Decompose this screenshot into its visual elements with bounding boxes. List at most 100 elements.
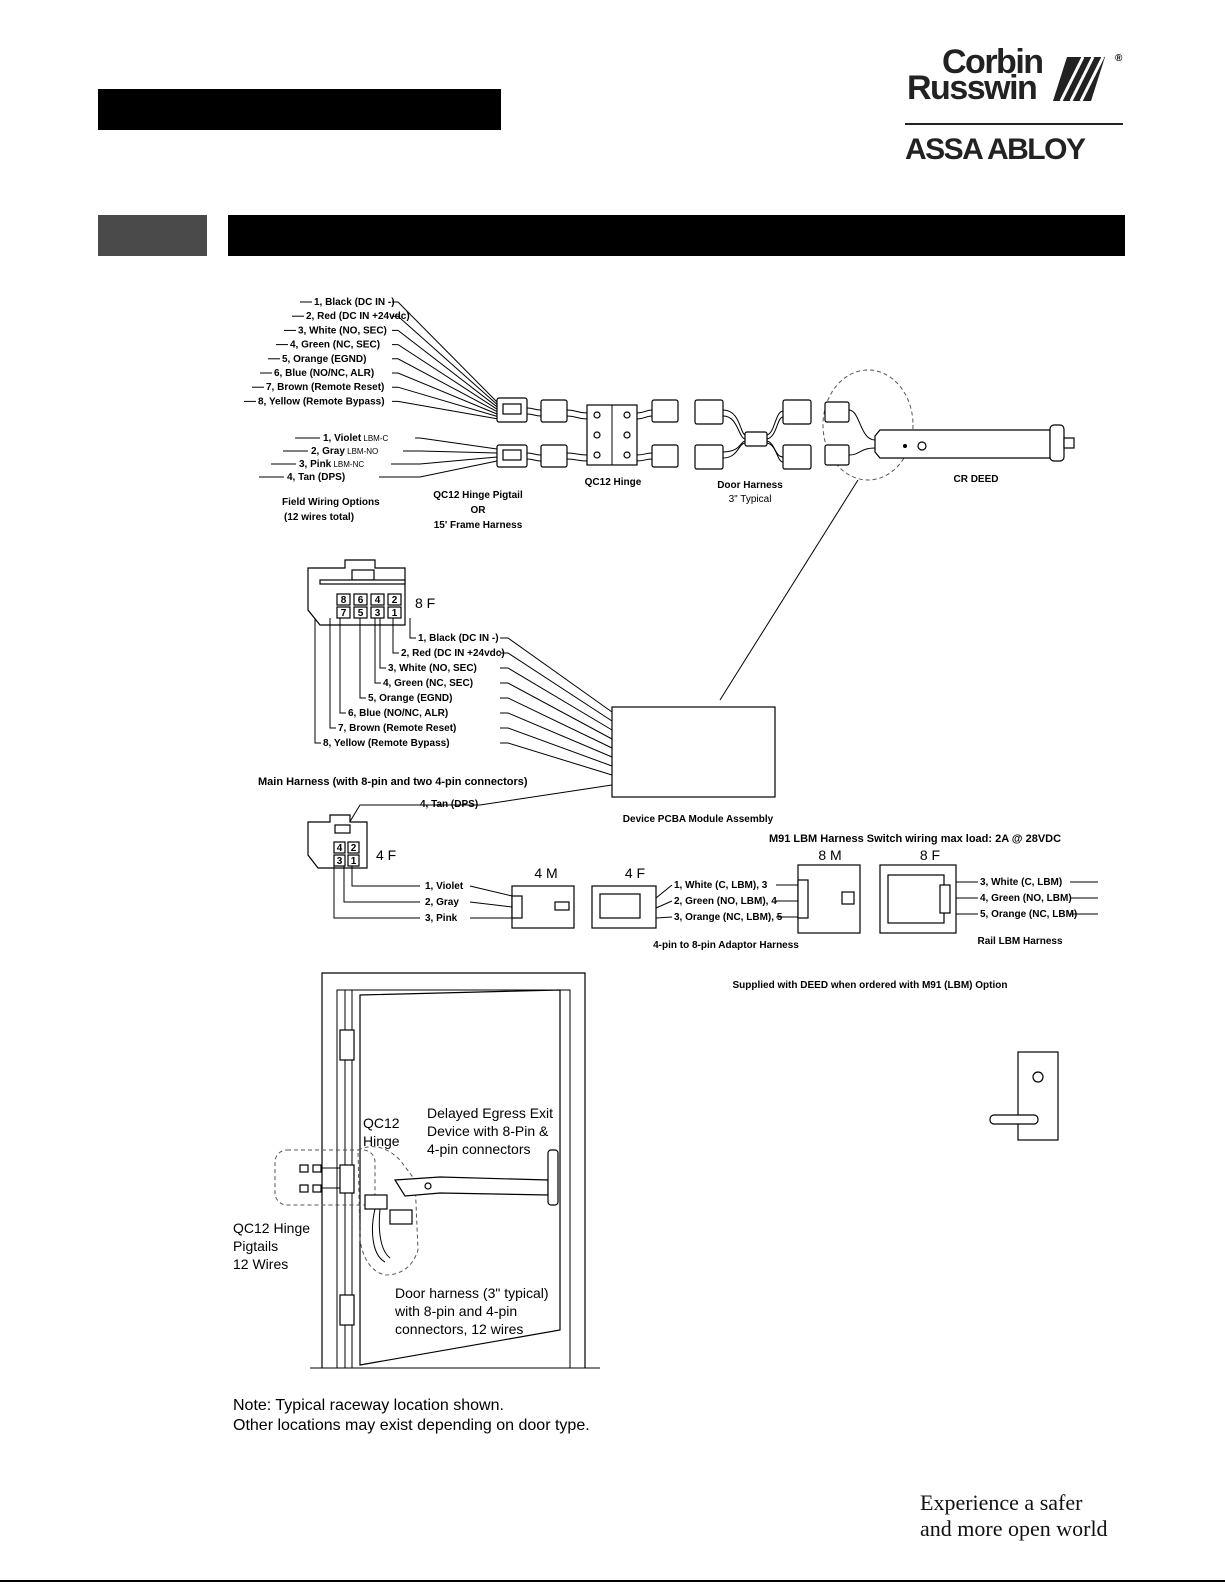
main-wire bbox=[500, 742, 613, 776]
connector-4f-b-label: 4 F bbox=[625, 865, 645, 881]
deed-desc-3: 4-pin connectors bbox=[427, 1141, 531, 1157]
cr-deed-diagram bbox=[822, 369, 1075, 481]
tan-dps-label: 4, Tan (DPS) bbox=[420, 799, 478, 810]
pigtail-or: OR bbox=[471, 505, 487, 516]
hinge-qc12 bbox=[339, 1164, 355, 1194]
brand-stripes-icon bbox=[1053, 57, 1105, 101]
pin-4f-top: 4 bbox=[337, 843, 343, 854]
brand-name-line-2: Russwin bbox=[907, 69, 1038, 107]
main-wire-lead bbox=[379, 618, 386, 669]
main-wire-lead bbox=[339, 618, 346, 714]
pin-8f-bottom: 5 bbox=[358, 608, 364, 619]
field-wire-label: 5, Orange (EGND) bbox=[282, 354, 366, 365]
small-wire-label: 1, Violet bbox=[425, 881, 464, 892]
small-wire bbox=[343, 866, 420, 903]
rail-lbm-harness: 8 F 3, White (C, LBM)4, Green (NO, LBM)5… bbox=[879, 847, 1098, 947]
pin-8f-bottom: 3 bbox=[375, 608, 381, 619]
adaptor-wire-start bbox=[655, 916, 673, 919]
note-line-2: Other locations may exist depending on d… bbox=[233, 1417, 590, 1434]
registered-mark: ® bbox=[1115, 53, 1123, 64]
small-wire-label: 3, Pink bbox=[425, 913, 458, 924]
adaptor-harness: 4 F 1, White (C, LBM), 32, Green (NO, LB… bbox=[591, 847, 861, 951]
pigtails-label-2: Pigtails bbox=[233, 1238, 278, 1254]
field-wire bbox=[392, 386, 498, 417]
pin-8f-top: 8 bbox=[341, 595, 347, 606]
pin-8f-top: 6 bbox=[358, 595, 364, 606]
field-wire-4-label: 3, Pink LBM-NC bbox=[299, 459, 364, 470]
field-wire-4 bbox=[379, 460, 498, 478]
qc12-hinge-label-2: Hinge bbox=[363, 1133, 400, 1149]
small-wire-end bbox=[469, 885, 513, 897]
main-wire bbox=[500, 682, 613, 740]
pigtail-label: QC12 Hinge Pigtail bbox=[433, 490, 523, 501]
connector-4m-label: 4 M bbox=[534, 865, 557, 881]
push-bar bbox=[393, 1176, 549, 1197]
logo-divider bbox=[905, 123, 1123, 125]
pcba-label: Device PCBA Module Assembly bbox=[623, 814, 774, 825]
main-wire-lead bbox=[329, 618, 336, 729]
cr-deed-label: CR DEED bbox=[953, 474, 998, 485]
field-wire bbox=[392, 315, 498, 405]
pcba-module-box bbox=[611, 706, 776, 798]
field-wire-4-label: 2, Gray LBM-NO bbox=[311, 446, 378, 457]
main-wire-lead bbox=[392, 618, 399, 654]
door-harness-diagram bbox=[694, 399, 812, 470]
rail-lbm-label: Rail LBM Harness bbox=[977, 936, 1062, 947]
main-wire-label: 1, Black (DC IN -) bbox=[418, 633, 499, 644]
field-wire-4 bbox=[415, 437, 498, 450]
pigtail-connectors bbox=[496, 397, 568, 468]
small-wire-label: 2, Gray bbox=[425, 897, 459, 908]
adaptor-wire-start bbox=[655, 900, 673, 909]
field-wire-label: 4, Green (NC, SEC) bbox=[290, 340, 380, 351]
connector-4f-label: 4 F bbox=[376, 847, 396, 863]
main-wire-label: 6, Blue (NO/NC, ALR) bbox=[348, 708, 448, 719]
field-wiring-sub: (12 wires total) bbox=[284, 512, 354, 523]
main-wire-label: 4, Green (NC, SEC) bbox=[383, 678, 473, 689]
rail-wire-label: 3, White (C, LBM) bbox=[980, 877, 1062, 888]
field-wire bbox=[392, 329, 498, 408]
door-installation: QC12 Hinge Delayed Egress Exit Device wi… bbox=[233, 972, 1059, 1434]
pin-8f-bottom: 7 bbox=[341, 608, 347, 619]
main-wire-label: 8, Yellow (Remote Bypass) bbox=[323, 738, 450, 749]
main-wire-lead bbox=[359, 618, 366, 699]
door-harness-typical: 3" Typical bbox=[729, 494, 772, 505]
main-harness-label: Main Harness (with 8-pin and two 4-pin c… bbox=[258, 776, 528, 788]
pigtails-label-3: 12 Wires bbox=[233, 1256, 288, 1272]
brand-name-line-1: Corbin bbox=[942, 43, 1044, 81]
field-wiring-label: Field Wiring Options bbox=[282, 497, 380, 508]
main-wire-label: 3, White (NO, SEC) bbox=[388, 663, 477, 674]
main-wire-lead bbox=[314, 618, 321, 744]
pin-4f-bottom: 3 bbox=[337, 856, 343, 867]
field-wire-4-label: 1, Violet LBM-C bbox=[323, 433, 389, 444]
adaptor-wire-label: 1, White (C, LBM), 3 bbox=[674, 880, 768, 891]
tan-dps-wire bbox=[339, 784, 613, 839]
small-wire bbox=[351, 866, 420, 887]
connector-8f-label: 8 F bbox=[415, 595, 435, 611]
field-wire-label: 6, Blue (NO/NC, ALR) bbox=[274, 368, 374, 379]
hinge-top bbox=[339, 1029, 355, 1061]
field-wire-4 bbox=[403, 450, 498, 454]
pin-8f-top: 4 bbox=[375, 595, 381, 606]
adaptor-label: 4-pin to 8-pin Adaptor Harness bbox=[653, 940, 799, 951]
door-harness-label: Door Harness bbox=[717, 480, 783, 491]
field-wire bbox=[392, 372, 498, 415]
main-wire bbox=[500, 712, 613, 758]
lever-trim-icon bbox=[989, 1051, 1059, 1141]
frame-harness-label: 15' Frame Harness bbox=[434, 520, 523, 531]
field-wire-4-label: 4, Tan (DPS) bbox=[287, 472, 345, 483]
note-line-1: Note: Typical raceway location shown. bbox=[233, 1397, 504, 1414]
main-wire-label: 7, Brown (Remote Reset) bbox=[338, 723, 456, 734]
field-wire-label: 2, Red (DC IN +24vdc) bbox=[306, 311, 410, 322]
section-tab bbox=[98, 215, 207, 256]
detail-pointer-line bbox=[719, 479, 859, 701]
connector-8f-b-label: 8 F bbox=[920, 847, 940, 863]
small-wire-end bbox=[469, 901, 513, 908]
field-wire-label: 3, White (NO, SEC) bbox=[298, 325, 387, 336]
bottom-rule bbox=[0, 1580, 1225, 1582]
adaptor-wire-start bbox=[655, 884, 673, 899]
adaptor-wire-label: 3, Orange (NC, LBM), 5 bbox=[674, 912, 783, 923]
field-wire-label: 8, Yellow (Remote Bypass) bbox=[258, 396, 385, 407]
pin-8f-bottom: 1 bbox=[392, 608, 398, 619]
